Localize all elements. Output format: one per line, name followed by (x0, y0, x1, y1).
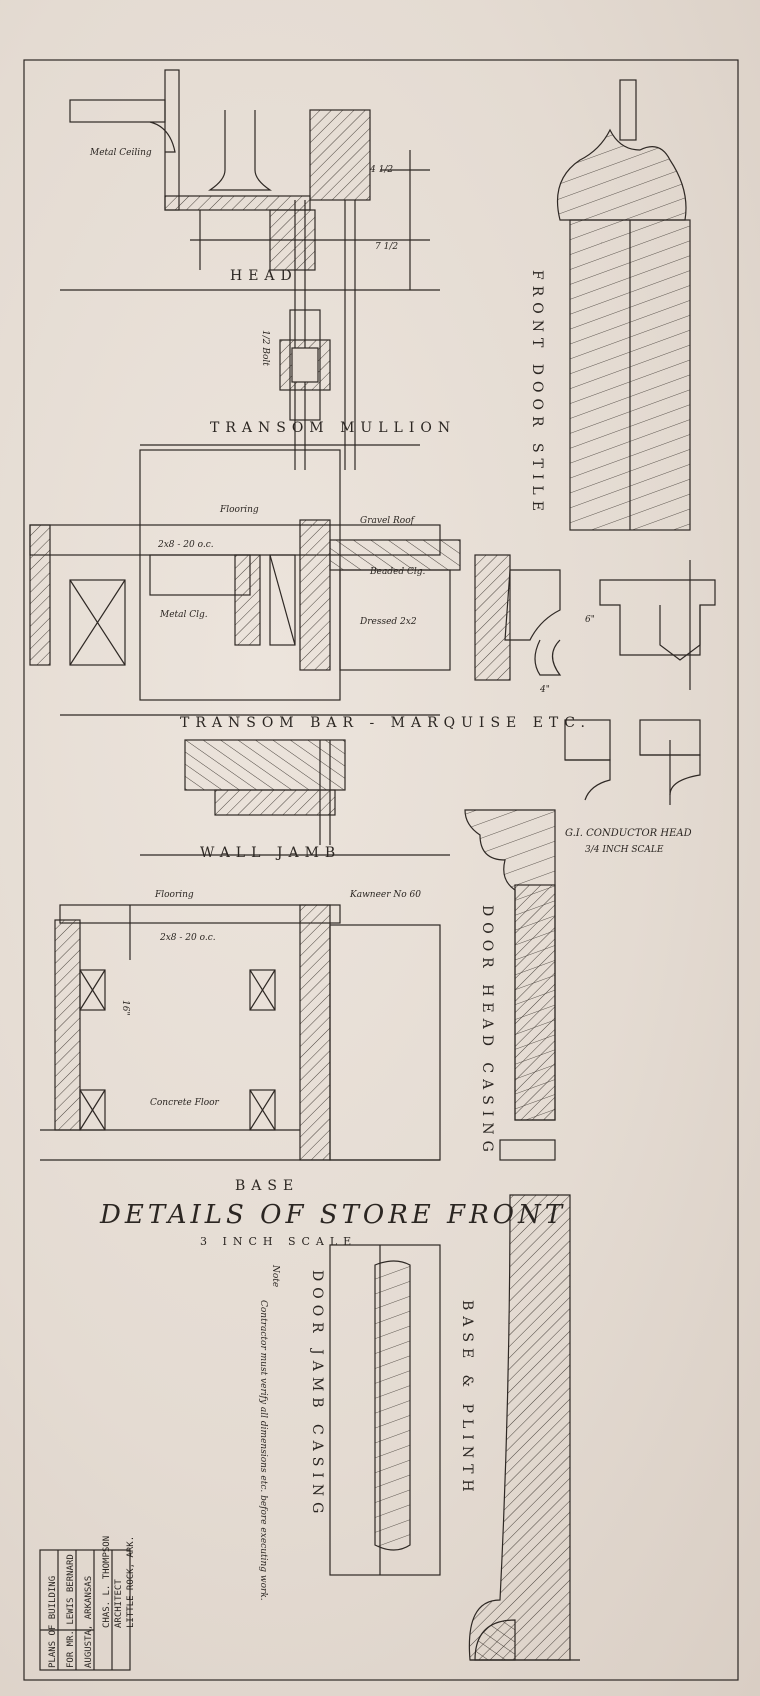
note-metal-ceiling: Metal Ceiling (90, 148, 152, 158)
label-wall-jamb: WALL JAMB (200, 845, 342, 861)
tb-line1: PLANS OF BUILDING (48, 1575, 58, 1668)
dim-7: 7 1/2 (375, 242, 399, 252)
dim-4a: 4 1/2 (370, 165, 394, 175)
note-kawneer: Kawneer No 60 (350, 890, 422, 900)
label-head: HEAD (230, 268, 298, 284)
note-metal-clg: Metal Clg. (160, 610, 208, 620)
label-door-head-casing: DOOR HEAD CASING (479, 905, 495, 1158)
tb-line3: AUGUSTA, ARKANSAS (84, 1575, 94, 1668)
head-detail (60, 69, 440, 470)
dim-6: 6" (585, 615, 595, 625)
label-transom-bar: TRANSOM BAR - MARQUISE ETC. (180, 715, 591, 731)
note-bolt: 1/2 Bolt (260, 330, 270, 366)
note-gravel-roof: Gravel Roof (360, 516, 414, 526)
note-joists-1: 2x8 - 20 o.c. (158, 540, 214, 550)
tb-line2: FOR MR. LEWIS BERNARD (66, 1554, 76, 1668)
tb-city: LITTLE ROCK, ARK. (126, 1535, 136, 1628)
label-conductor-scale: 3/4 INCH SCALE (585, 845, 664, 855)
title-block (39, 1549, 131, 1671)
dim-16: 16" (120, 1000, 130, 1016)
label-transom-mullion: TRANSOM MULLION (210, 420, 457, 436)
note-beaded-clg: Beaded Clg. (370, 567, 426, 577)
label-conductor-head: G.I. CONDUCTOR HEAD (565, 828, 692, 839)
contractor-note-label: Note (270, 1265, 280, 1288)
sheet-border (23, 59, 739, 1681)
tb-arch2: ARCHITECT (114, 1579, 124, 1628)
note-concrete-floor: Concrete Floor (150, 1098, 219, 1108)
base-detail (40, 904, 441, 1161)
label-base-plinth: BASE & PLINTH (459, 1300, 475, 1498)
note-flooring-1: Flooring (220, 505, 259, 515)
base-plinth-detail (468, 1194, 580, 1661)
transom-mullion-detail (140, 309, 420, 446)
label-base: BASE (235, 1178, 300, 1194)
label-front-door-stile: FRONT DOOR STILE (529, 270, 545, 517)
tb-arch: CHAS. L. THOMPSON (102, 1535, 112, 1628)
note-dressed: Dressed 2x2 (360, 617, 417, 627)
gutter-detail (474, 554, 716, 805)
drawing-title: DETAILS OF STORE FRONT (100, 1200, 567, 1230)
door-head-casing-detail (464, 809, 556, 1161)
transom-bar-detail (29, 449, 461, 716)
note-flooring-2: Flooring (155, 890, 194, 900)
drawing-scale: 3 INCH SCALE (200, 1235, 358, 1248)
front-door-stile-detail (556, 79, 691, 531)
door-jamb-casing-detail (329, 1244, 441, 1576)
wall-jamb-detail (140, 739, 450, 856)
dim-4b: 4" (540, 685, 550, 695)
contractor-note: Contractor must verify all dimensions et… (258, 1300, 268, 1601)
note-joists-2: 2x8 - 20 o.c. (160, 933, 216, 943)
label-door-jamb-casing: DOOR JAMB CASING (309, 1270, 325, 1520)
